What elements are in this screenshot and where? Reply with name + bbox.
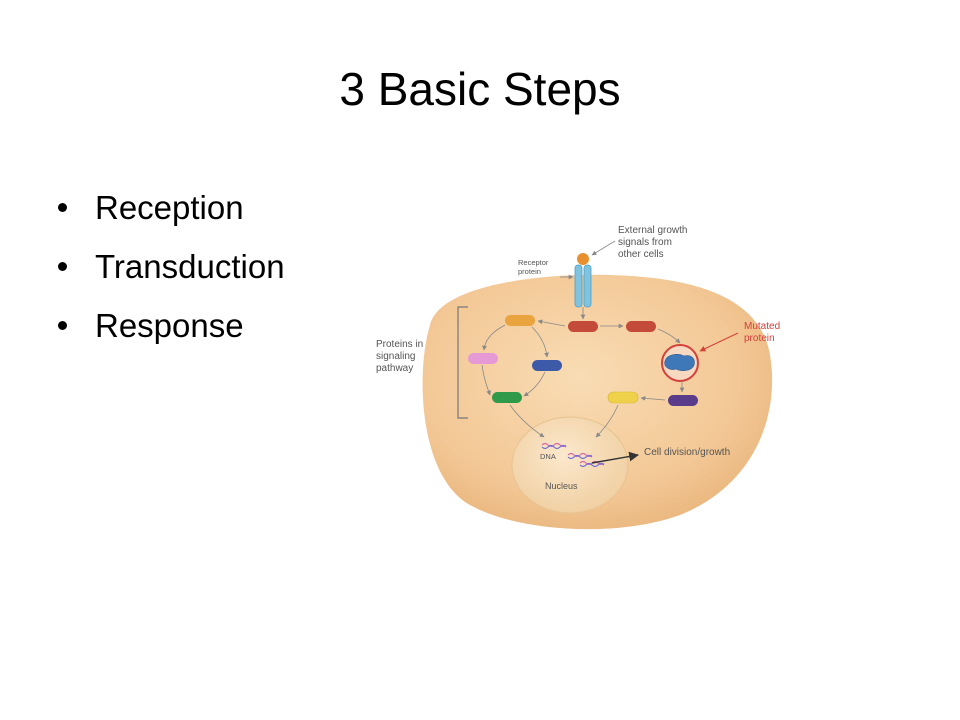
receptor-protein-icon [574, 253, 592, 308]
bullet-item-transduction: Transduction [58, 237, 285, 296]
svg-text:signaling: signaling [376, 351, 415, 362]
protein-blue [532, 360, 562, 371]
bullet-list: Reception Transduction Response [58, 178, 285, 355]
protein-red-1 [568, 321, 598, 332]
protein-pink [468, 353, 498, 364]
dna-label: DNA [540, 452, 556, 461]
receptor-protein-label: Receptor protein [518, 258, 549, 276]
protein-purple [668, 395, 698, 406]
bullet-text: Transduction [95, 248, 285, 285]
svg-text:Proteins in: Proteins in [376, 339, 423, 350]
svg-text:pathway: pathway [376, 363, 413, 374]
external-signals-label: External growth signals from other cells [618, 225, 687, 260]
slide-title: 3 Basic Steps [339, 63, 621, 115]
bullet-item-response: Response [58, 296, 285, 355]
mutated-protein-icon [664, 354, 695, 371]
svg-text:other cells: other cells [618, 249, 664, 260]
bullet-text: Response [95, 307, 244, 344]
svg-text:protein: protein [744, 333, 775, 344]
protein-orange [505, 315, 535, 326]
mutated-protein-label: Mutated protein [744, 321, 780, 344]
cell-signaling-diagram: External growth signals from other cells… [376, 225, 780, 530]
protein-red-2 [626, 321, 656, 332]
pathway-bracket [457, 306, 468, 419]
proteins-pathway-label: Proteins in signaling pathway [376, 339, 423, 374]
bullet-item-reception: Reception [58, 178, 285, 237]
cell-cytoplasm [422, 274, 773, 530]
cell-division-label: Cell division/growth [644, 447, 730, 458]
dna-strand-icon [541, 442, 605, 468]
nucleus-label: Nucleus [545, 481, 578, 491]
bullet-dot-icon [58, 321, 67, 330]
protein-green [492, 392, 522, 403]
svg-text:Mutated: Mutated [744, 321, 780, 332]
svg-text:signals from: signals from [618, 237, 672, 248]
nucleus-shape [511, 416, 629, 514]
svg-text:Receptor: Receptor [518, 258, 549, 267]
svg-text:protein: protein [518, 267, 541, 276]
svg-text:External growth: External growth [618, 225, 687, 236]
bullet-dot-icon [58, 203, 67, 212]
bullet-dot-icon [58, 262, 67, 271]
protein-yellow [607, 391, 639, 404]
bullet-text: Reception [95, 189, 244, 226]
